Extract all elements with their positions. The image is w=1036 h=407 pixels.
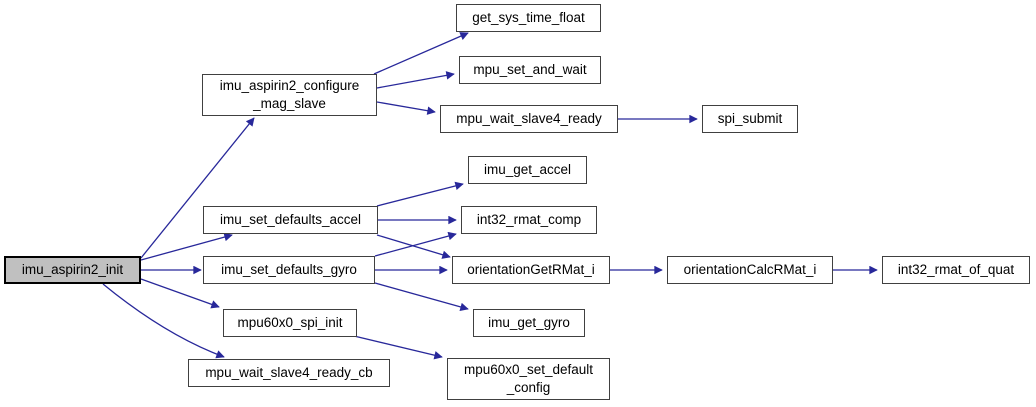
edge-init-to-set-defaults-accel [140, 232, 233, 261]
node-imu-get-accel[interactable]: imu_get_accel [468, 156, 587, 184]
edge-configure-to-get-sys-time-float [373, 32, 469, 75]
node-imu-set-defaults-accel[interactable]: imu_set_defaults_accel [203, 206, 378, 234]
edge-init-to-mpu-wait-slave4-ready-cb [102, 283, 225, 359]
edge-configure-to-mpu-wait-slave4-ready [376, 101, 436, 115]
edge-init-to-mpu60x0-spi-init [140, 278, 220, 309]
edge-gyro-to-imu-get-gyro [374, 282, 469, 312]
edge-init-to-configure-mag-slave [140, 117, 255, 259]
node-mpu-wait-slave4-ready[interactable]: mpu_wait_slave4_ready [440, 105, 618, 133]
node-spi-submit[interactable]: spi_submit [702, 105, 798, 133]
node-orientationCalcRMat-i[interactable]: orientationCalcRMat_i [667, 256, 833, 284]
node-imu-aspirin2-init: imu_aspirin2_init [4, 256, 141, 284]
node-mpu-set-and-wait[interactable]: mpu_set_and_wait [459, 56, 601, 84]
node-get-sys-time-float[interactable]: get_sys_time_float [456, 4, 601, 32]
node-imu-get-gyro[interactable]: imu_get_gyro [473, 309, 585, 337]
edge-gyro-to-int32-rmat-comp [374, 231, 457, 257]
node-int32-rmat-comp[interactable]: int32_rmat_comp [461, 206, 597, 234]
edge-configure-to-mpu-set-and-wait [376, 71, 455, 89]
node-imu-aspirin2-configure-mag-slave[interactable]: imu_aspirin2_configure _mag_slave [202, 74, 377, 116]
node-mpu60x0-set-default-config[interactable]: mpu60x0_set_default _config [447, 358, 610, 400]
edge-spi-init-to-set-default-config [353, 335, 443, 360]
edge-accel-to-imu-get-accel [376, 181, 464, 207]
node-imu-set-defaults-gyro[interactable]: imu_set_defaults_gyro [203, 256, 375, 284]
node-mpu60x0-spi-init[interactable]: mpu60x0_spi_init [223, 309, 357, 337]
node-orientationGetRMat-i[interactable]: orientationGetRMat_i [452, 256, 610, 284]
node-int32-rmat-of-quat[interactable]: int32_rmat_of_quat [882, 256, 1030, 284]
node-mpu-wait-slave4-ready-cb[interactable]: mpu_wait_slave4_ready_cb [188, 359, 390, 387]
